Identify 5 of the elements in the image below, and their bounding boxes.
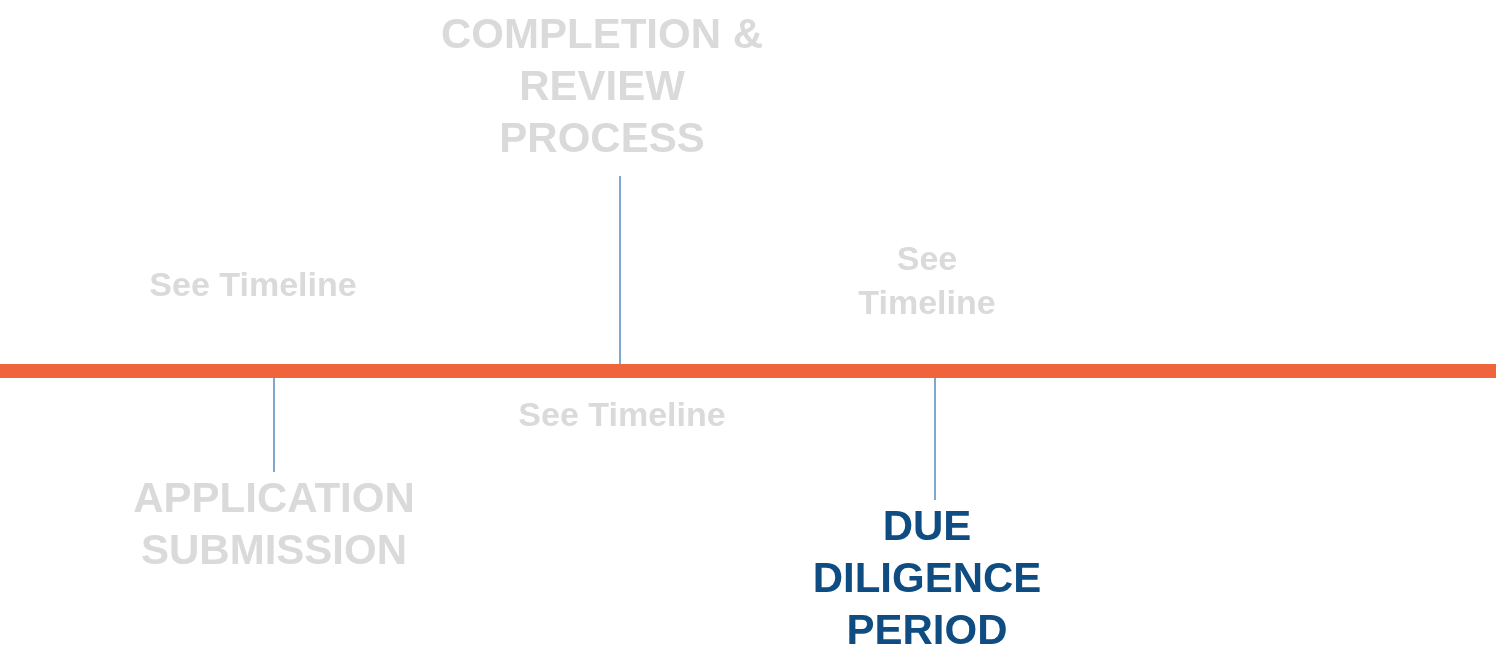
leader-line	[619, 175, 621, 365]
stage-title: DUE DILIGENCE PERIOD	[811, 501, 1043, 655]
timeline-bar	[0, 364, 1496, 378]
leader-line	[934, 377, 936, 501]
leader-line	[273, 377, 275, 473]
